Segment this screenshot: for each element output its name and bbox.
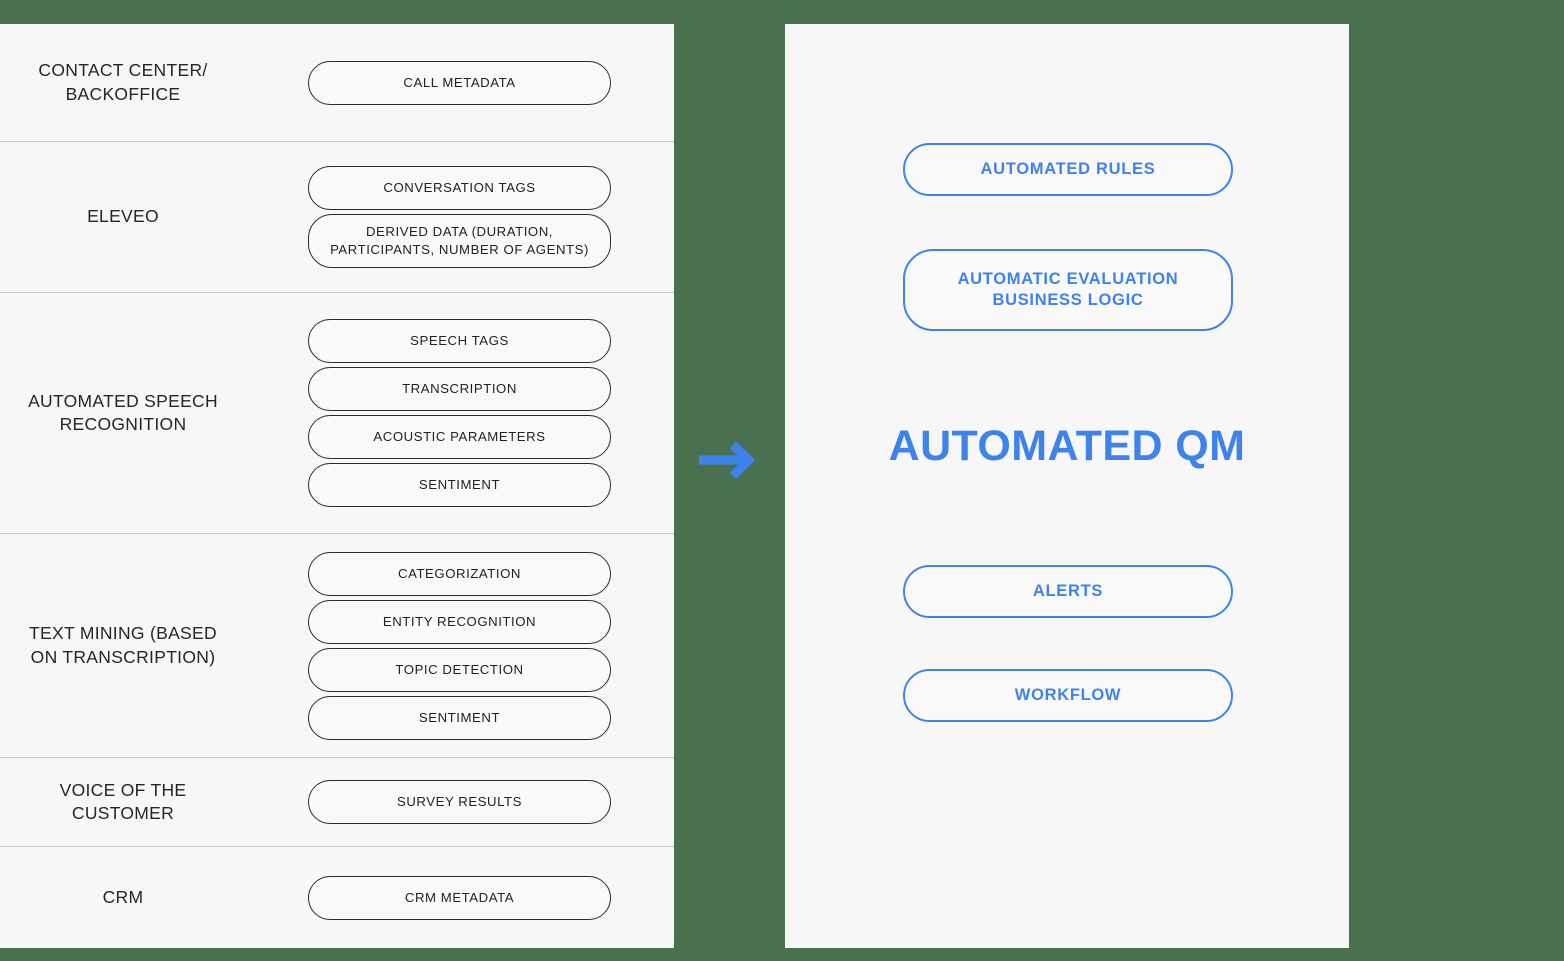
pill-automated-rules[interactable]: AUTOMATED RULES <box>903 143 1233 196</box>
panel-title: AUTOMATED QM <box>888 422 1246 470</box>
source-label-line: TEXT MINING (BASED <box>29 623 217 644</box>
source-label-text-mining: TEXT MINING (BASED ON TRANSCRIPTION) <box>0 622 308 668</box>
pill-survey-results[interactable]: SURVEY RESULTS <box>308 780 611 824</box>
source-label-line: CRM <box>102 886 144 907</box>
pill-sentiment-asr[interactable]: SENTIMENT <box>308 463 611 507</box>
pill-stack-contact-center: CALL METADATA <box>308 60 674 105</box>
source-label-eleveo: ELEVEO <box>0 205 308 228</box>
source-label-line: CUSTOMER <box>71 803 175 823</box>
pill-automatic-evaluation-business-logic[interactable]: AUTOMATIC EVALUATION BUSINESS LOGIC <box>903 249 1233 331</box>
source-label-voice-of-the-customer: VOICE OF THE CUSTOMER <box>0 779 308 825</box>
pill-call-metadata[interactable]: CALL METADATA <box>308 60 611 105</box>
arrow-right-icon <box>699 441 756 480</box>
pill-crm-metadata[interactable]: CRM METADATA <box>308 875 611 920</box>
pill-stack-text-mining: CATEGORIZATION ENTITY RECOGNITION TOPIC … <box>308 551 674 740</box>
source-row-text-mining: TEXT MINING (BASED ON TRANSCRIPTION) CAT… <box>0 534 674 758</box>
source-row-contact-center: CONTACT CENTER/ BACKOFFICE CALL METADATA <box>0 24 674 142</box>
pill-stack-voice-of-the-customer: SURVEY RESULTS <box>308 780 674 824</box>
pill-entity-recognition[interactable]: ENTITY RECOGNITION <box>308 599 611 644</box>
pill-stack-eleveo: CONVERSATION TAGS DERIVED DATA (DURATION… <box>308 166 674 268</box>
pill-alerts[interactable]: ALERTS <box>903 565 1233 618</box>
pill-stack-automated-speech-recognition: SPEECH TAGS TRANSCRIPTION ACOUSTIC PARAM… <box>308 319 674 507</box>
pill-categorization[interactable]: CATEGORIZATION <box>308 551 611 596</box>
pill-topic-detection[interactable]: TOPIC DETECTION <box>308 647 611 692</box>
source-label-line: RECOGNITION <box>59 414 187 434</box>
pill-label-line: BUSINESS LOGIC <box>992 291 1144 309</box>
source-label-line: ON TRANSCRIPTION) <box>30 646 216 667</box>
source-row-crm: CRM CRM METADATA <box>0 847 674 948</box>
source-label-line: VOICE OF THE <box>59 779 187 800</box>
source-label-line: BACKOFFICE <box>65 83 181 104</box>
pill-workflow[interactable]: WORKFLOW <box>903 669 1233 722</box>
pill-derived-data[interactable]: DERIVED DATA (DURATION, PARTICIPANTS, NU… <box>308 214 611 268</box>
pill-sentiment-text-mining[interactable]: SENTIMENT <box>308 695 611 740</box>
data-sources-panel: CONTACT CENTER/ BACKOFFICE CALL METADATA… <box>0 24 674 948</box>
pill-acoustic-parameters[interactable]: ACOUSTIC PARAMETERS <box>308 415 611 459</box>
source-label-automated-speech-recognition: AUTOMATED SPEECH RECOGNITION <box>0 390 308 436</box>
source-row-automated-speech-recognition: AUTOMATED SPEECH RECOGNITION SPEECH TAGS… <box>0 293 674 534</box>
automated-qm-panel: AUTOMATED RULES AUTOMATIC EVALUATION BUS… <box>785 24 1349 948</box>
source-label-crm: CRM <box>0 886 308 909</box>
source-label-line: AUTOMATED SPEECH <box>28 390 218 411</box>
source-label-line: CONTACT CENTER/ <box>38 60 208 81</box>
pill-stack-crm: CRM METADATA <box>308 875 674 920</box>
pill-conversation-tags[interactable]: CONVERSATION TAGS <box>308 166 611 210</box>
pill-speech-tags[interactable]: SPEECH TAGS <box>308 319 611 363</box>
source-row-voice-of-the-customer: VOICE OF THE CUSTOMER SURVEY RESULTS <box>0 758 674 847</box>
source-row-eleveo: ELEVEO CONVERSATION TAGS DERIVED DATA (D… <box>0 142 674 293</box>
source-label-line: ELEVEO <box>87 206 159 227</box>
pill-transcription[interactable]: TRANSCRIPTION <box>308 367 611 411</box>
source-label-contact-center: CONTACT CENTER/ BACKOFFICE <box>0 59 308 105</box>
pill-label-line: AUTOMATIC EVALUATION <box>957 269 1179 288</box>
